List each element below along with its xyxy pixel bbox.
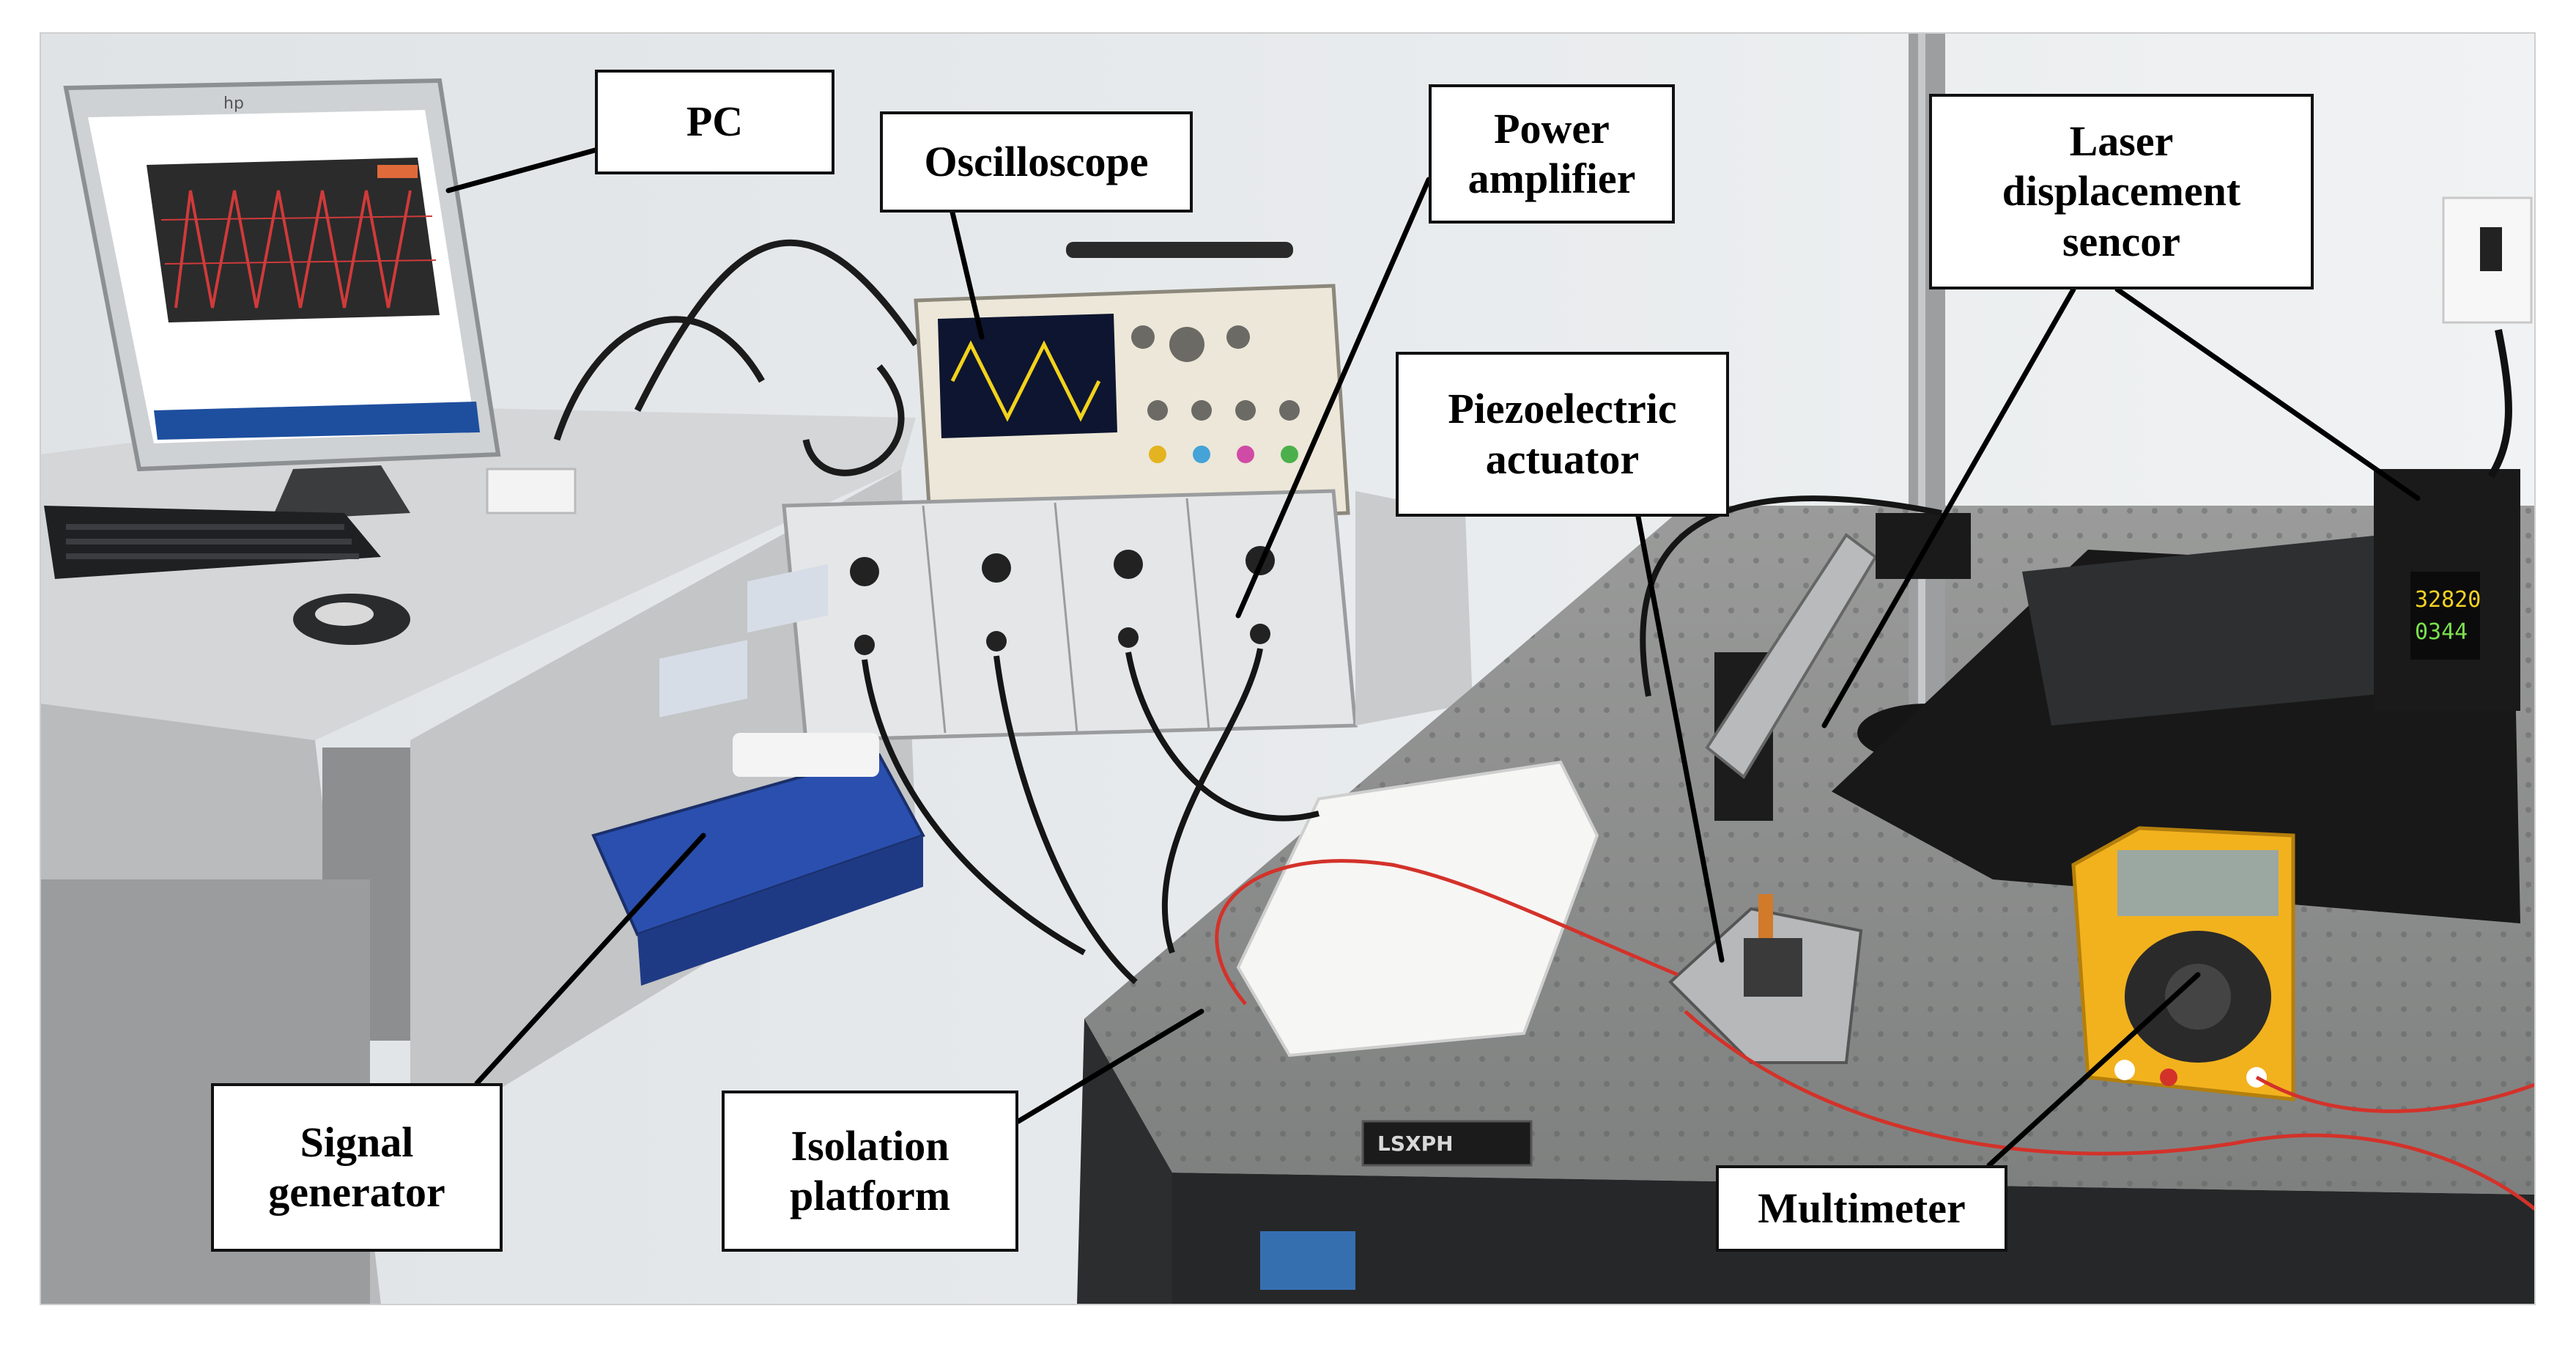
pointer-multimeter [1986,972,2201,1168]
label-isolation-platform: Isolation platform [722,1090,1018,1252]
sensor-reading-2: 0344 [2415,619,2468,645]
label-laser-displacement-sensor: Laser displacement sencor [1929,94,2314,289]
cables-black [862,495,1942,984]
laser-stand [1705,33,2520,923]
foam-block [1236,760,1599,1058]
pointer-laser-1 [1821,287,2076,728]
label-piezoelectric-actuator: Piezoelectric actuator [1396,352,1729,517]
desk-top [40,407,916,740]
oscilloscope-device [914,242,1350,530]
pointer-oscilloscope [950,210,985,340]
desk-side [410,469,916,1143]
label-pc: PC [595,70,834,174]
pc-monitor: hp [63,78,501,520]
multimeter-device [2071,826,2295,1101]
cables-red [1215,859,2536,1211]
pointer-laser-2 [2114,287,2421,501]
label-power-amplifier: Power amplifier [1429,84,1675,224]
signal-generator-device [591,564,925,986]
monitor-brand: hp [223,95,244,113]
power-adapter [486,468,577,514]
pointer-isolation-platform [1015,1008,1204,1124]
pointer-power-amplifier [1235,177,1432,619]
laser-sensor-controller: 32820 0344 [2374,329,2520,711]
power-amplifier-device [782,489,1473,742]
pointer-pc [445,147,598,193]
label-oscilloscope: Oscilloscope [880,111,1193,213]
label-multimeter: Multimeter [1716,1165,2007,1252]
pointer-signal-generator [474,833,706,1086]
pointer-piezo [1635,514,1725,963]
label-signal-generator: Signal generator [211,1083,503,1252]
pointer-lines [445,147,2421,1168]
platform-brand: LSXPH [1377,1132,1454,1156]
sensor-reading-1: 32820 [2415,587,2481,613]
cables-back [553,239,919,476]
